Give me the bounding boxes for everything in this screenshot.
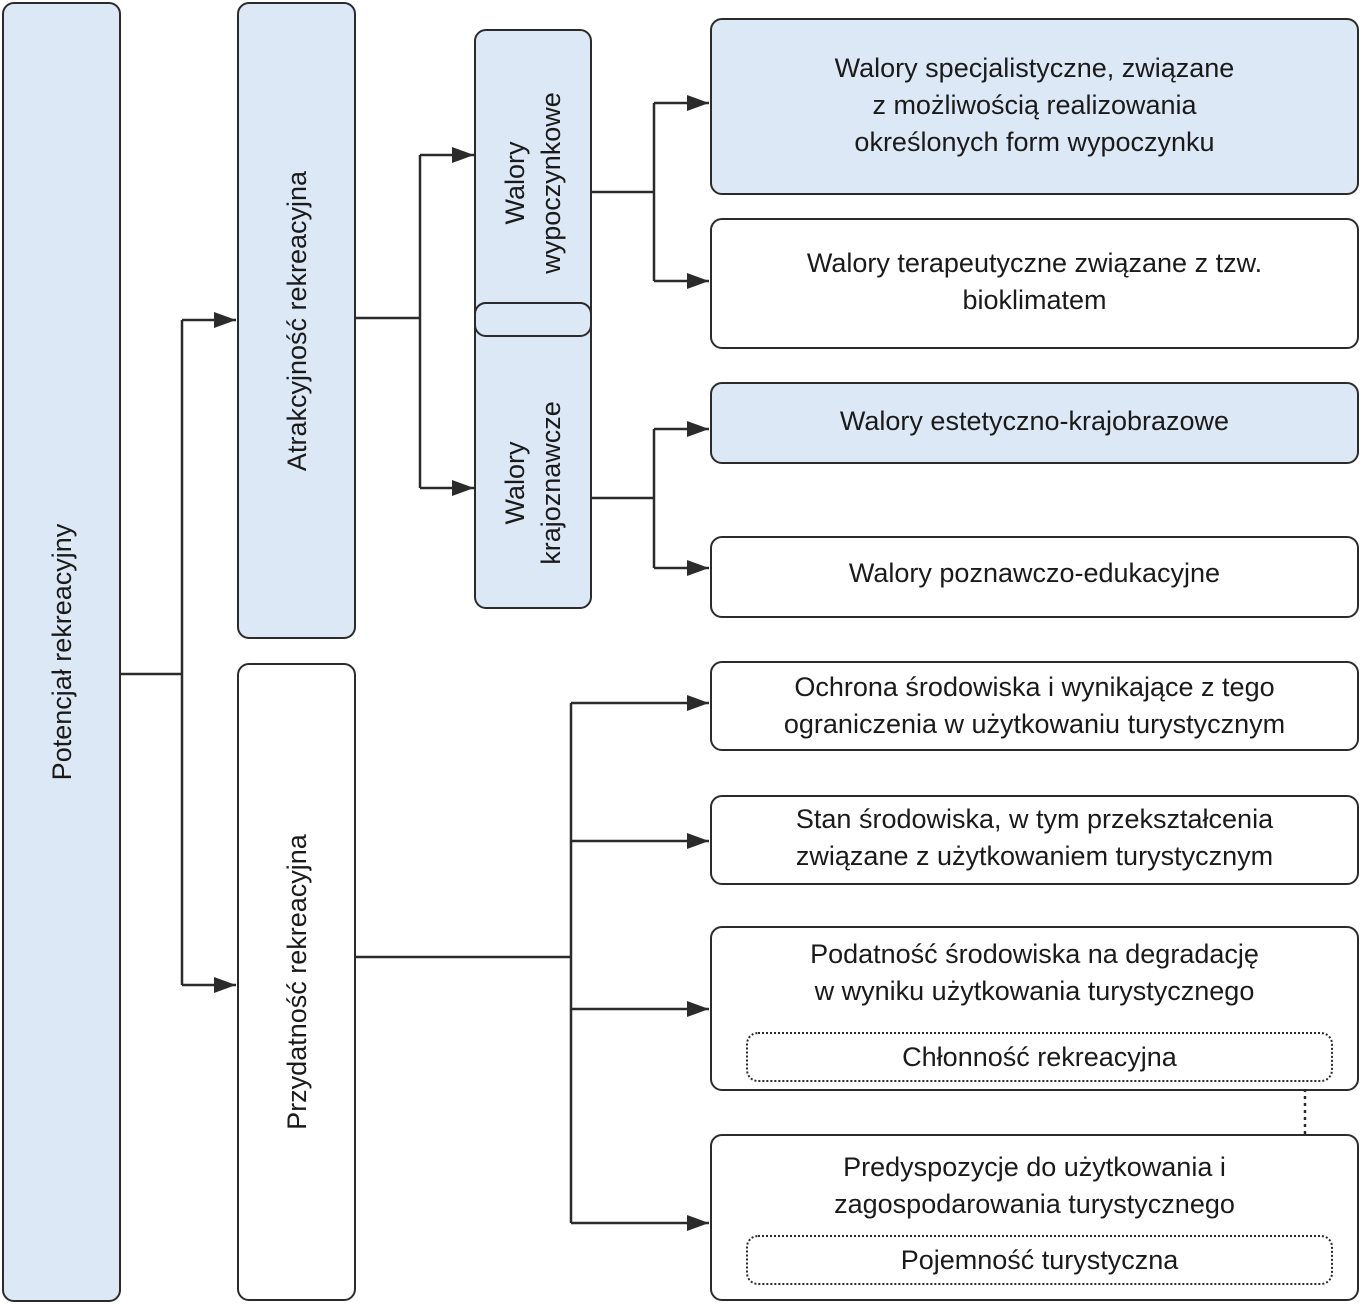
values-overlap-connector (474, 302, 592, 337)
aesthetic-values-text: Walory estetyczno-krajobrazowe (839, 406, 1230, 436)
protection-box: Ochrona środowiska i wynikające z tego o… (710, 661, 1359, 751)
tourist-capacity-text: Pojemność turystyczna (900, 1245, 1179, 1275)
root-node: Potencjał rekreacyjny (2, 2, 121, 1302)
environment-state-box: Stan środowiska, w tym przekształcenia z… (710, 795, 1359, 885)
therapeutic-values-box: Walory terapeutyczne związane z tzw. bio… (710, 218, 1359, 349)
suitability-node: Przydatność rekreacyjna (237, 663, 356, 1301)
vulnerability-box: Podatność środowiska na degradację w wyn… (710, 926, 1359, 1091)
therapeutic-values-text: Walory terapeutyczne związane z tzw. bio… (806, 248, 1263, 315)
aesthetic-values-box: Walory estetyczno-krajobrazowe (710, 382, 1359, 464)
tourist-capacity-box: Pojemność turystyczna (746, 1235, 1333, 1285)
specialist-values-text: Walory specjalistyczne, związane z możli… (834, 53, 1235, 157)
recreational-values-node: Walory wypoczynkowe (474, 29, 592, 337)
recreational-values-label: Walory wypoczynkowe (500, 92, 566, 274)
predisposition-text: Predyspozycje do użytkowania i zagospoda… (834, 1152, 1235, 1219)
root-label: Potencjał rekreacyjny (46, 523, 77, 781)
educational-values-text: Walory poznawczo-edukacyjne (848, 558, 1221, 588)
suitability-label: Przydatność rekreacyjna (281, 834, 312, 1130)
sightseeing-values-node: Walory krajoznawcze (474, 302, 592, 609)
vulnerability-text: Podatność środowiska na degradację w wyn… (810, 939, 1259, 1006)
attractiveness-node: Atrakcyjność rekreacyjna (237, 2, 356, 639)
protection-text: Ochrona środowiska i wynikające z tego o… (783, 672, 1286, 739)
specialist-values-box: Walory specjalistyczne, związane z możli… (710, 18, 1359, 195)
absorptive-capacity-box: Chłonność rekreacyjna (746, 1032, 1333, 1082)
environment-state-text: Stan środowiska, w tym przekształcenia z… (795, 804, 1274, 871)
attractiveness-label: Atrakcyjność rekreacyjna (281, 170, 312, 471)
predisposition-box: Predyspozycje do użytkowania i zagospoda… (710, 1134, 1359, 1301)
absorptive-capacity-text: Chłonność rekreacyjna (902, 1042, 1177, 1072)
sightseeing-values-label: Walory krajoznawcze (500, 400, 566, 565)
educational-values-box: Walory poznawczo-edukacyjne (710, 536, 1359, 618)
